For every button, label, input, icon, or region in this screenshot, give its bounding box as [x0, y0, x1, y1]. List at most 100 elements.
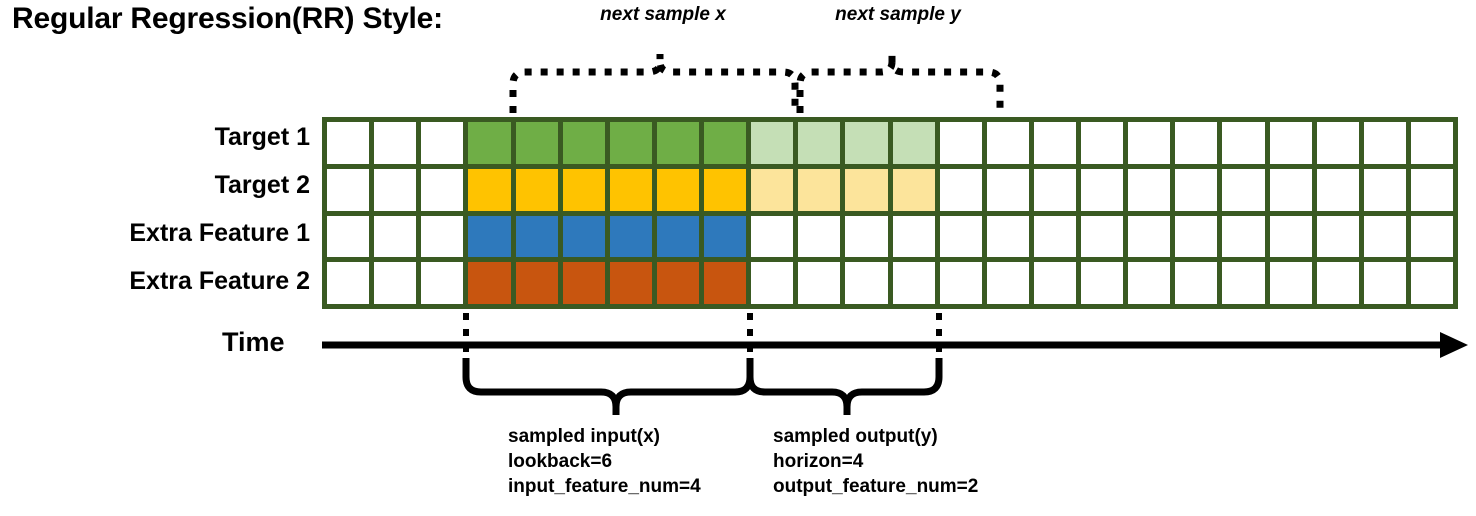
grid-cell — [515, 215, 558, 258]
grid-cell — [374, 215, 417, 258]
grid-cell — [468, 262, 511, 304]
grid-cell — [1410, 262, 1453, 304]
grid-cell — [609, 215, 652, 258]
grid-cell — [798, 215, 841, 258]
grid-cell — [515, 122, 558, 164]
grid-cell — [374, 168, 417, 211]
grid-cell — [1128, 168, 1171, 211]
grid-cell — [327, 168, 370, 211]
grid-cell — [798, 168, 841, 211]
grid-cell — [892, 168, 935, 211]
grid-cell — [609, 168, 652, 211]
grid-cell — [845, 215, 888, 258]
grid-cell — [704, 122, 747, 164]
grid-cell — [609, 122, 652, 164]
row-label-target-1: Target 1 — [214, 123, 310, 151]
grid-cell — [939, 215, 982, 258]
grid-cell — [892, 215, 935, 258]
grid-cell — [421, 122, 464, 164]
grid-cell — [986, 168, 1029, 211]
row-label-column: Target 1 Target 2 Extra Feature 1 Extra … — [0, 117, 310, 309]
grid-cell — [1033, 122, 1076, 164]
grid-cell — [327, 122, 370, 164]
grid-cell — [1410, 122, 1453, 164]
grid-cell — [1222, 262, 1265, 304]
grid-cell — [1269, 122, 1312, 164]
grid-cell — [704, 215, 747, 258]
grid-cell — [1128, 215, 1171, 258]
grid-cell — [1316, 168, 1359, 211]
grid-cell — [1128, 122, 1171, 164]
grid-cell — [798, 262, 841, 304]
grid-cell — [421, 215, 464, 258]
grid-cell — [1128, 262, 1171, 304]
grid-cell — [374, 122, 417, 164]
grid-cell — [751, 262, 794, 304]
grid-cell — [986, 215, 1029, 258]
grid-cell — [609, 262, 652, 304]
grid-cell — [798, 122, 841, 164]
grid-cell — [562, 215, 605, 258]
row-label-extra-feature-2: Extra Feature 2 — [129, 267, 310, 295]
grid-cell — [1033, 262, 1076, 304]
grid-cell — [421, 262, 464, 304]
annotation-next-sample-y: next sample y — [835, 4, 961, 25]
grid-cell — [468, 122, 511, 164]
note-input-line-2: lookback=6 — [508, 451, 613, 472]
grid-cell — [1081, 215, 1124, 258]
note-output-line-3: output_feature_num=2 — [773, 476, 979, 497]
grid-cell — [1033, 215, 1076, 258]
grid-cell — [986, 122, 1029, 164]
grid-cell — [845, 168, 888, 211]
grid-cell — [1222, 215, 1265, 258]
grid-cell — [562, 262, 605, 304]
grid-cell — [704, 168, 747, 211]
grid-cell — [1222, 168, 1265, 211]
grid-cell — [327, 262, 370, 304]
grid-cell — [1033, 168, 1076, 211]
brace-sampled-output — [746, 358, 943, 415]
grid-cell — [421, 168, 464, 211]
grid-cell — [1363, 122, 1406, 164]
grid-cell — [327, 215, 370, 258]
grid-cell — [751, 215, 794, 258]
grid-cell — [656, 168, 699, 211]
grid-cell — [1410, 215, 1453, 258]
row-label-extra-feature-1: Extra Feature 1 — [129, 219, 310, 247]
grid-cell — [1363, 215, 1406, 258]
grid-cell — [468, 215, 511, 258]
grid-cell — [1269, 262, 1312, 304]
grid-cell — [1175, 262, 1218, 304]
grid-cell — [1316, 215, 1359, 258]
grid-cell — [1175, 122, 1218, 164]
grid-cell — [1081, 122, 1124, 164]
grid-cell — [704, 262, 747, 304]
grid-cell — [892, 262, 935, 304]
timeline-grid — [322, 117, 1458, 309]
grid-cell — [656, 215, 699, 258]
brace-sampled-input — [462, 358, 754, 415]
grid-cell — [892, 122, 935, 164]
note-input-line-1: sampled input(x) — [508, 426, 661, 447]
grid-cell — [468, 168, 511, 211]
time-axis-label: Time — [222, 327, 285, 357]
time-axis-arrow — [322, 332, 1468, 358]
grid-cell — [845, 122, 888, 164]
note-output-line-1: sampled output(y) — [773, 426, 938, 447]
grid-cell — [939, 262, 982, 304]
grid-cell — [1269, 168, 1312, 211]
grid-cell — [374, 262, 417, 304]
grid-cell — [845, 262, 888, 304]
grid-cell — [1316, 262, 1359, 304]
grid-cell — [1363, 262, 1406, 304]
grid-cell — [562, 122, 605, 164]
note-output-line-2: horizon=4 — [773, 451, 864, 472]
grid-cell — [1316, 122, 1359, 164]
grid-cell — [1081, 168, 1124, 211]
note-input-line-3: input_feature_num=4 — [508, 476, 701, 497]
grid-cell — [1269, 215, 1312, 258]
grid-cell — [939, 122, 982, 164]
grid-cell — [1222, 122, 1265, 164]
grid-cell — [986, 262, 1029, 304]
